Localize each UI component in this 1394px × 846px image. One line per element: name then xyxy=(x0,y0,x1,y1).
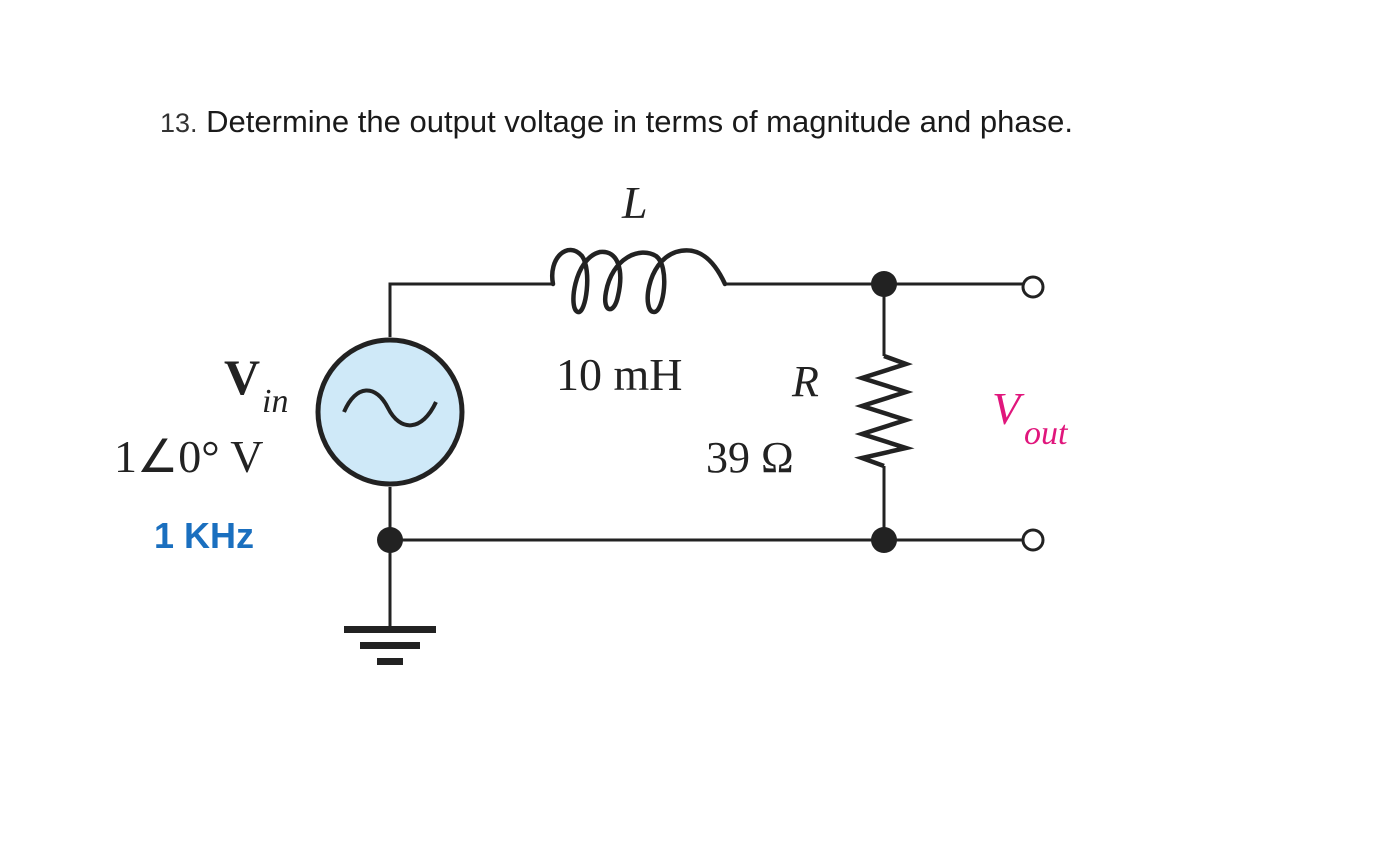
source-label-main: V xyxy=(224,349,260,405)
junction-dot xyxy=(871,271,897,297)
output-label-main: V xyxy=(992,383,1025,434)
resistor-label: R xyxy=(791,357,819,406)
source-label-sub: in xyxy=(262,383,288,420)
output-terminal-bottom xyxy=(1021,528,1045,552)
source-value: 1∠0° V xyxy=(114,431,264,482)
source-frequency: 1 KHz xyxy=(154,515,254,556)
inductor-value: 10 mH xyxy=(556,349,683,400)
question-text: 13. Determine the output voltage in term… xyxy=(160,104,1073,140)
ac-source-icon xyxy=(315,337,465,487)
output-label-sub: out xyxy=(1024,415,1069,452)
question-number: 13. xyxy=(160,108,198,138)
question-body: Determine the output voltage in terms of… xyxy=(206,104,1073,139)
ground-icon xyxy=(344,626,436,665)
inductor-icon xyxy=(549,247,728,315)
inductor-label: L xyxy=(621,177,648,228)
resistor-value: 39 Ω xyxy=(706,433,794,482)
wire-top-left xyxy=(388,282,553,337)
junction-dot xyxy=(871,527,897,553)
junction-dot xyxy=(377,527,403,553)
output-terminal-top xyxy=(1021,275,1045,299)
resistor-icon xyxy=(854,353,915,469)
